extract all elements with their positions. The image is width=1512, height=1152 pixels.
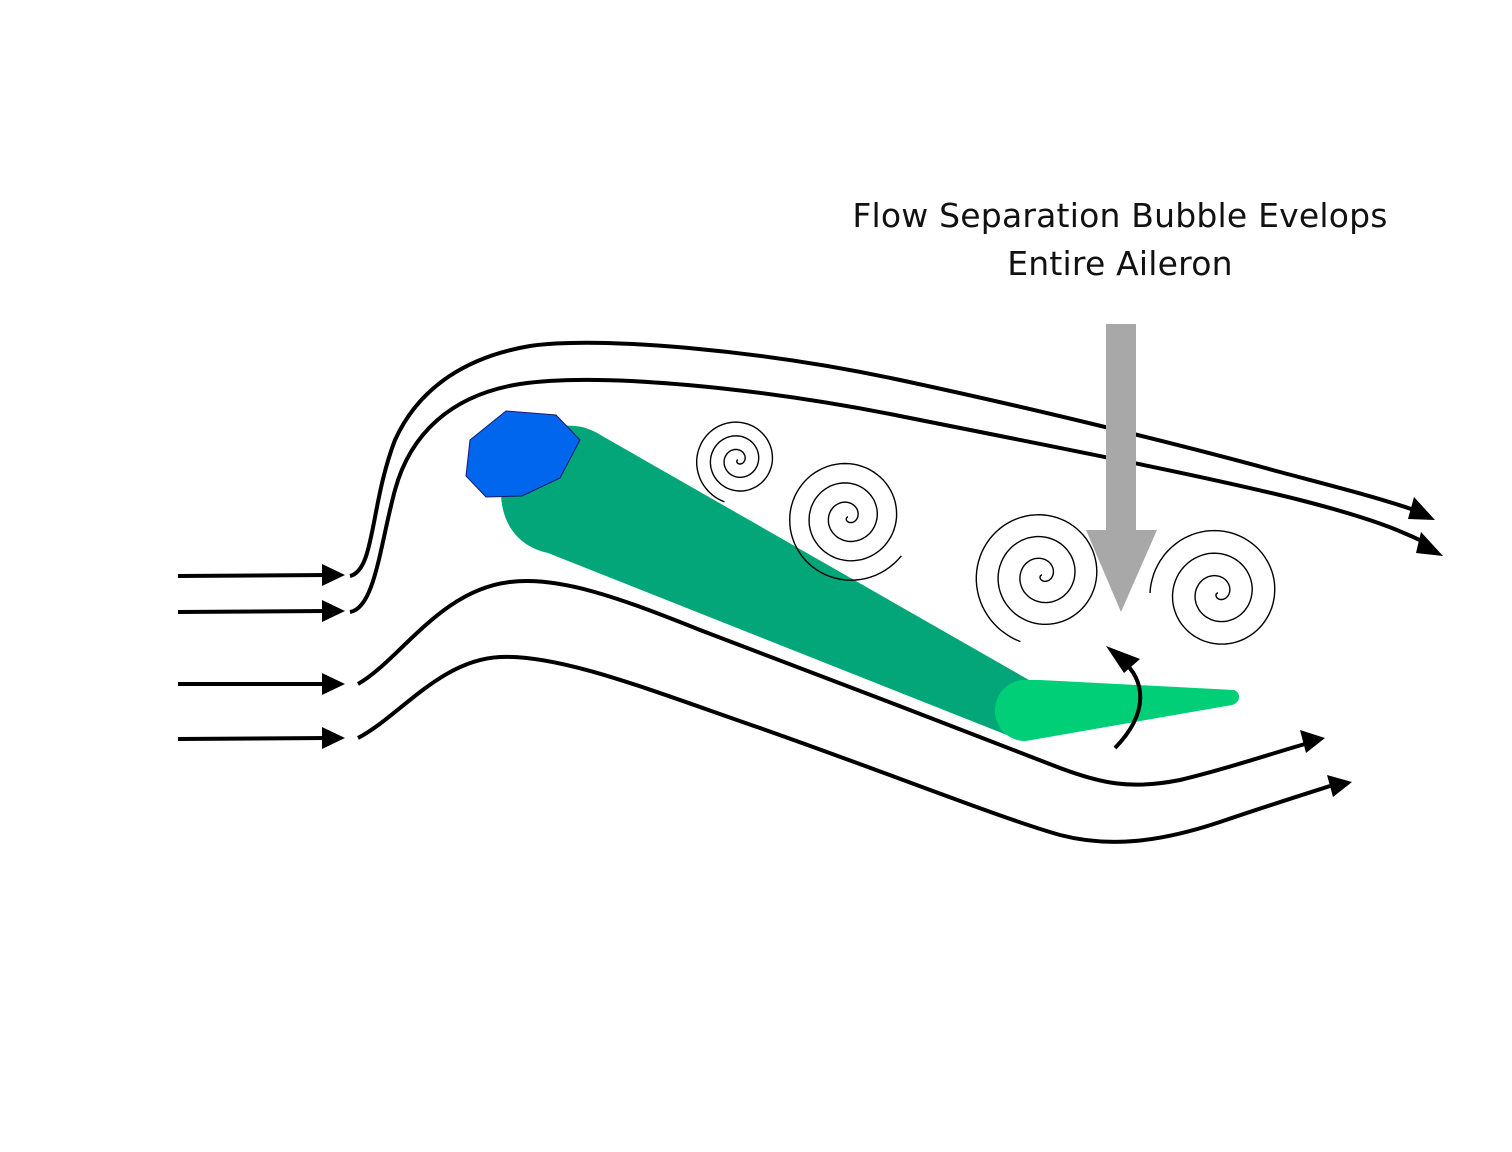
callout-pointer-arrow — [1086, 324, 1157, 612]
leading-edge-slat — [465, 410, 581, 498]
vortex-3 — [975, 513, 1098, 643]
separation-vortices — [696, 421, 1276, 645]
lower-streamlines — [357, 579, 1331, 844]
caption-line-1: Flow Separation Bubble Evelops — [852, 196, 1388, 235]
incoming-arrow-3 — [178, 673, 345, 695]
lower-streamline-upper — [357, 579, 1306, 787]
wing-airfoil — [500, 425, 1036, 741]
lower-arrowhead-1 — [1300, 730, 1325, 753]
caption: Flow Separation Bubble Evelops Entire Ai… — [820, 192, 1420, 288]
vortex-4 — [1149, 529, 1276, 645]
lower-arrowhead-2 — [1327, 775, 1352, 797]
upper-streamline-outer — [349, 340, 1421, 578]
incoming-flow-arrows — [177, 564, 345, 749]
upper-streamline-arrowheads — [1408, 497, 1443, 556]
incoming-arrow-4 — [177, 727, 345, 749]
aileron — [994, 680, 1240, 741]
caption-line-2: Entire Aileron — [1007, 244, 1233, 283]
vortex-1 — [696, 421, 774, 503]
upper-arrowhead-2 — [1416, 532, 1443, 556]
upper-streamline-inner — [349, 378, 1429, 614]
incoming-arrow-2 — [177, 600, 345, 622]
lower-streamline-arrowheads — [1300, 730, 1352, 797]
reverse-flow-arrow — [1106, 646, 1143, 750]
upper-streamlines — [349, 340, 1429, 614]
incoming-arrow-1 — [177, 564, 345, 586]
upper-arrowhead-1 — [1408, 497, 1435, 520]
vortex-2 — [788, 462, 902, 581]
lower-streamline-lower — [357, 654, 1331, 844]
